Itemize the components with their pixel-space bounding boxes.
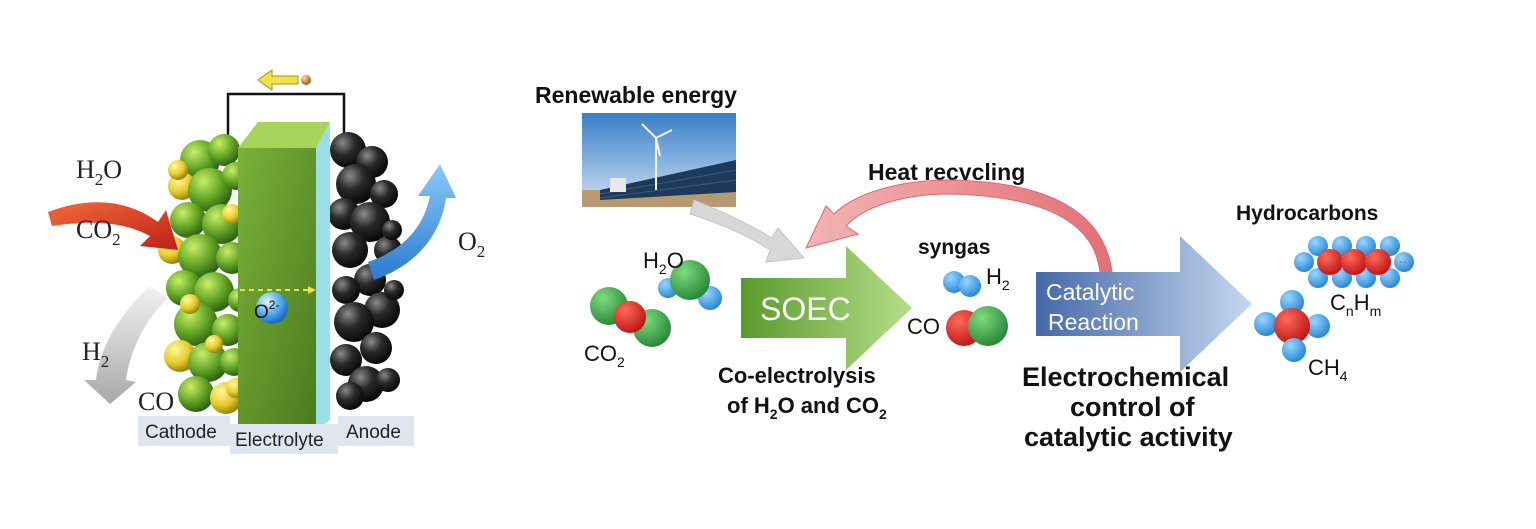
catalytic-reaction-arrow: Catalytic Reaction (1036, 236, 1252, 372)
h2o-molecule-icon (658, 260, 722, 310)
cathode-particle (208, 134, 240, 166)
external-circuit-wire (226, 92, 346, 150)
catalyst-particle (222, 204, 242, 224)
anode-particle (332, 276, 360, 304)
anode-particle (360, 332, 392, 364)
hydrogen-atom (1308, 268, 1328, 288)
carbon-atom (1365, 249, 1391, 275)
h2-molecule-icon (943, 271, 981, 297)
electrochemical-label-line2: control of (1070, 392, 1195, 422)
soec-label: SOEC (760, 291, 851, 327)
hydrocarbons-label: Hydrocarbons (1236, 202, 1378, 225)
catalyst-particle (164, 340, 196, 372)
h2-syngas-label: H2 (986, 264, 1010, 293)
oxygen-outlet-arrow (368, 164, 456, 280)
soec-cell-illustration: O2- H2O CO2 H2 CO O2 Cathode Electrolyte… (48, 69, 485, 454)
anode-particle (350, 202, 390, 242)
hydrogen-atom (1308, 236, 1328, 256)
electrolyte-slab (238, 122, 330, 430)
oxide-ion-label: O2- (254, 298, 279, 323)
anode-label: Anode (346, 422, 401, 443)
anode-particle (330, 344, 362, 376)
hydrogen-atom (1380, 236, 1400, 256)
electrochemical-label-line1: Electrochemical (1022, 362, 1229, 392)
h2-outlet-label: H2 (82, 337, 109, 371)
cathode-particle (174, 302, 218, 346)
o2-outlet-label: O2 (458, 227, 485, 261)
catalyst-particle (180, 294, 200, 314)
co2-reactant-label: CO2 (584, 341, 625, 370)
catalytic-label-line2: Reaction (1048, 309, 1139, 335)
renewable-energy-label: Renewable energy (535, 82, 737, 108)
co-molecule-icon (946, 306, 1008, 346)
hydrocarbon-chain-icon (1294, 236, 1414, 288)
cathode-particle (178, 376, 214, 412)
co-electrolysis-label-line2: of H2O and CO2 (727, 393, 887, 422)
co2-molecule-icon (590, 287, 671, 347)
anode-particle (336, 164, 376, 204)
carbon-atom (1341, 249, 1367, 275)
anode-label-box (338, 416, 414, 446)
process-flow: Renewable energy Heat recycling SOEC Co-… (535, 82, 1414, 452)
cathode-label-box (138, 416, 230, 446)
co-outlet-label: CO (138, 387, 174, 416)
anode-particle (382, 220, 402, 240)
co2-inlet-label: CO2 (76, 215, 121, 249)
catalytic-label-line1: Catalytic (1046, 279, 1134, 305)
cathode-particle (178, 234, 222, 278)
anode-particle (370, 180, 398, 208)
energy-input-arrow (689, 199, 806, 263)
hydrogen-atom (1332, 236, 1352, 256)
electrolyte-label: Electrolyte (235, 430, 324, 451)
renewable-energy-photo (582, 113, 737, 207)
h2o-reactant-label: H2O (643, 248, 684, 277)
co-syngas-label: CO (907, 314, 940, 339)
heat-recycling-arrow (805, 179, 1113, 273)
methane-molecule-icon (1254, 290, 1330, 362)
oxide-ion-icon: O2- (240, 286, 316, 324)
hydrogen-atom (1380, 268, 1400, 288)
anode-particle (334, 302, 374, 342)
anode-particle (384, 280, 404, 300)
ch4-label: CH4 (1308, 355, 1348, 384)
electrolyte-label-box (230, 424, 338, 454)
catalyst-particle (205, 335, 223, 353)
hydrogen-atom (1332, 268, 1352, 288)
cathode-particles (158, 134, 252, 414)
syngas-label: syngas (918, 236, 990, 259)
cathode-label: Cathode (145, 422, 217, 443)
hydrogen-atom (1356, 236, 1376, 256)
catalyst-particle (168, 160, 188, 180)
cathode-particle (170, 202, 206, 238)
cathode-particle (194, 272, 234, 312)
cnhm-label: CnHm (1330, 290, 1381, 319)
anode-particle (376, 368, 400, 392)
soec-arrow: SOEC (741, 246, 912, 370)
electron-flow-arrow-icon (257, 69, 311, 91)
anode-particle (332, 232, 368, 268)
anode-particle (336, 382, 364, 410)
hydrogen-atom (1356, 268, 1376, 288)
cathode-particle (188, 168, 232, 212)
co-electrolysis-label-line1: Co-electrolysis (718, 363, 876, 388)
reactant-inlet-arrow (48, 202, 178, 250)
h2o-inlet-label: H2O (76, 155, 122, 189)
hydrogen-atom (1294, 252, 1314, 272)
electrochemical-label-line3: catalytic activity (1024, 422, 1233, 452)
product-outlet-arrow (84, 286, 168, 404)
carbon-atom (1317, 249, 1343, 275)
